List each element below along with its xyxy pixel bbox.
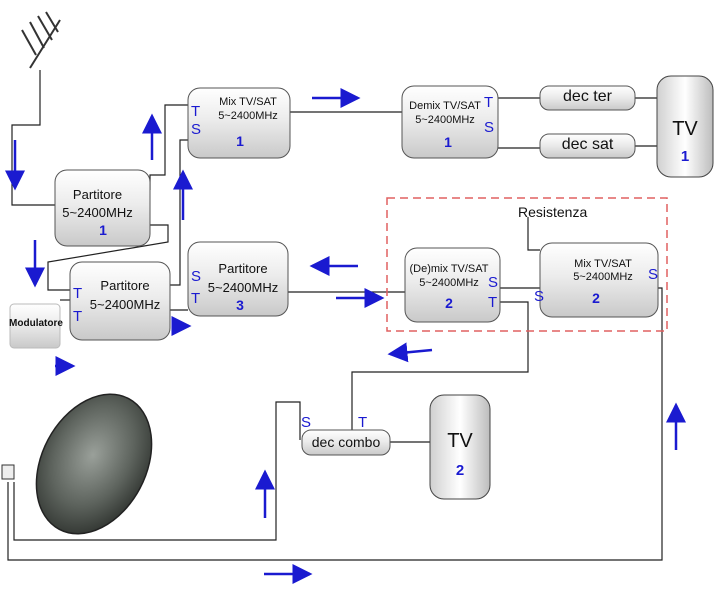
- partitore3-port-t: T: [191, 290, 201, 307]
- mix2-freq: 5~2400MHz: [573, 271, 633, 283]
- mix1-port-s: S: [191, 121, 202, 138]
- tv1-icon[interactable]: [656, 75, 714, 178]
- box-demix1[interactable]: [401, 85, 499, 159]
- partitore2-port-t2: T: [73, 308, 83, 325]
- box-partitore2[interactable]: [69, 261, 171, 341]
- tv1-label: TV: [672, 118, 698, 140]
- demix1-port-t: T: [484, 94, 494, 111]
- box-dec-ter[interactable]: [539, 85, 636, 111]
- mix2-port-s-right: S: [648, 266, 659, 283]
- wire-sat-dec-combo: [13, 401, 301, 541]
- partitore1-freq: 5~2400MHz: [62, 205, 133, 220]
- dec-ter-label: dec ter: [563, 88, 612, 105]
- satellite-dish-icon: [1, 393, 153, 535]
- mix2-number: 2: [592, 290, 600, 306]
- demix2-port-s: S: [488, 274, 499, 291]
- resistenza-label: Resistenza: [518, 204, 588, 220]
- mix2-title: Mix TV/SAT: [574, 258, 632, 270]
- box-partitore3[interactable]: [187, 241, 289, 317]
- box-dec-sat[interactable]: [539, 133, 636, 159]
- partitore3-number: 3: [236, 297, 244, 313]
- dec-combo-port-s: S: [301, 414, 312, 431]
- arrow-left-icon: [387, 342, 433, 363]
- partitore2-title: Partitore: [100, 278, 150, 293]
- tv2-label: TV: [447, 430, 473, 452]
- wires: [7, 70, 663, 561]
- box-mix2[interactable]: [539, 242, 659, 318]
- mix1-number: 1: [236, 133, 244, 149]
- demix2-title: (De)mix TV/SAT: [409, 263, 489, 275]
- dec-combo-port-t: T: [358, 414, 368, 431]
- box-dec-combo[interactable]: [301, 429, 391, 456]
- tv2-number: 2: [455, 462, 465, 479]
- wire-mix2-satellite: [7, 287, 663, 561]
- demix2-number: 2: [445, 295, 453, 311]
- mix1-title: Mix TV/SAT: [219, 96, 277, 108]
- demix1-freq: 5~2400MHz: [415, 114, 475, 126]
- partitore2-freq: 5~2400MHz: [89, 297, 161, 312]
- flow-arrows: [5, 88, 686, 584]
- wire-antenna: [11, 70, 55, 206]
- partitore3-port-s: S: [191, 268, 202, 285]
- partitore3-freq: 5~2400MHz: [207, 280, 279, 295]
- wire-p1-p2: [47, 224, 169, 291]
- box-modulatore[interactable]: [9, 303, 61, 349]
- demix2-port-t: T: [488, 294, 498, 311]
- demix-mix-group-frame: [386, 197, 668, 332]
- tv1-number: 1: [680, 148, 690, 165]
- mix1-port-t: T: [191, 103, 201, 120]
- mix2-port-s-left: S: [534, 288, 545, 305]
- demix1-port-s: S: [484, 119, 495, 136]
- wire-demix2-dec-combo: [351, 301, 529, 432]
- box-partitore1[interactable]: [54, 169, 151, 247]
- dec-sat-label: dec sat: [561, 136, 614, 153]
- box-mix1[interactable]: [187, 87, 291, 159]
- modulatore-label: Modulatore: [9, 318, 63, 329]
- dec-combo-label: dec combo: [311, 434, 381, 450]
- mix1-freq: 5~2400MHz: [218, 110, 278, 122]
- demix1-title: Demix TV/SAT: [409, 100, 481, 112]
- partitore3-title: Partitore: [218, 261, 268, 276]
- demix1-number: 1: [444, 134, 452, 150]
- demix2-freq: 5~2400MHz: [419, 277, 479, 289]
- box-demix2[interactable]: [404, 247, 501, 323]
- partitore1-number: 1: [99, 222, 107, 238]
- partitore1-title: Partitore: [72, 187, 123, 202]
- wire-p2-mix1: [170, 139, 188, 286]
- antenna-icon: [21, 11, 61, 69]
- partitore2-port-t1: T: [73, 285, 83, 302]
- tv2-icon[interactable]: [429, 394, 491, 500]
- wire-resistenza: [527, 217, 540, 251]
